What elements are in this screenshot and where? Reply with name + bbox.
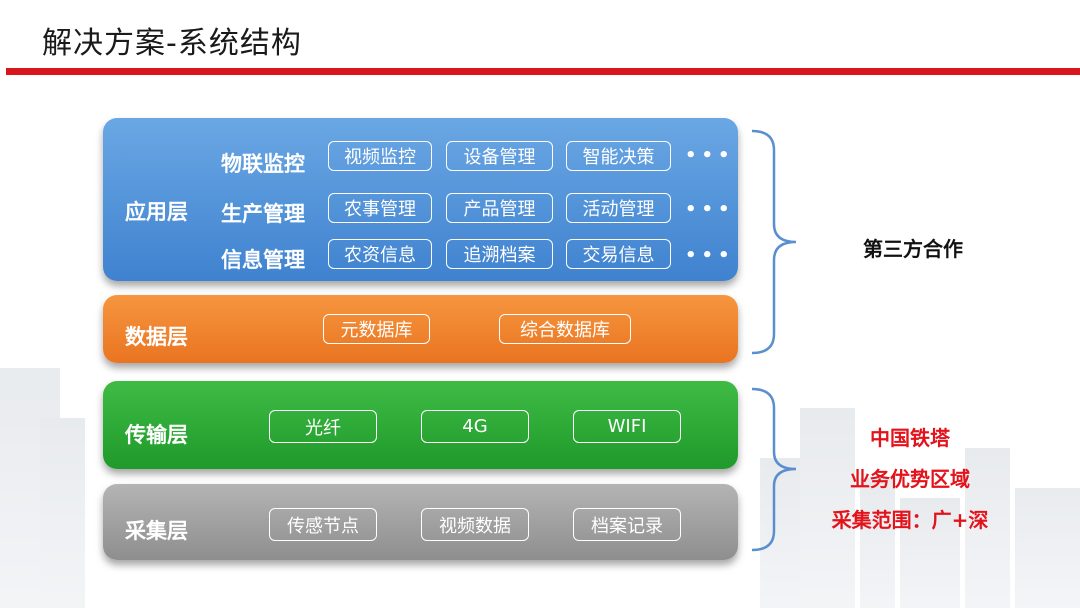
chip-sensor-nodes: 传感节点 bbox=[269, 508, 377, 541]
china-tower-label: 中国铁塔 bbox=[870, 426, 950, 450]
chip-product-management: 产品管理 bbox=[446, 193, 553, 223]
lower-brace bbox=[751, 387, 797, 552]
chip-wifi: WIFI bbox=[573, 410, 681, 443]
transport-layer-name: 传输层 bbox=[125, 423, 188, 447]
transport-layer: 传输层 光纤 4G WIFI bbox=[103, 381, 738, 469]
chip-device-management: 设备管理 bbox=[446, 141, 553, 171]
more-indicator: ••• bbox=[685, 199, 735, 220]
upper-brace bbox=[751, 129, 797, 355]
chip-farming-management: 农事管理 bbox=[328, 193, 432, 223]
advantage-area-label: 业务优势区域 bbox=[850, 467, 970, 491]
chip-4g: 4G bbox=[421, 410, 529, 443]
chip-activity-management: 活动管理 bbox=[566, 193, 671, 223]
collection-layer-name: 采集层 bbox=[125, 519, 188, 543]
chip-traceability-archive: 追溯档案 bbox=[446, 239, 553, 269]
row-label-iot-monitoring: 物联监控 bbox=[221, 152, 305, 176]
collection-layer: 采集层 传感节点 视频数据 档案记录 bbox=[103, 484, 738, 560]
chip-agri-supply-info: 农资信息 bbox=[328, 239, 432, 269]
skyline-background bbox=[0, 328, 1080, 608]
page-title: 解决方案-系统结构 bbox=[42, 26, 302, 61]
chip-transaction-info: 交易信息 bbox=[566, 239, 671, 269]
third-party-cooperation: 第三方合作 bbox=[863, 237, 963, 261]
chip-integrated-db: 综合数据库 bbox=[499, 314, 631, 344]
data-layer-name: 数据层 bbox=[125, 325, 188, 349]
more-indicator: ••• bbox=[685, 245, 735, 266]
row-label-information-management: 信息管理 bbox=[221, 248, 305, 272]
chip-smart-decision: 智能决策 bbox=[566, 141, 671, 171]
chip-video-monitoring: 视频监控 bbox=[328, 141, 432, 171]
row-label-production-management: 生产管理 bbox=[221, 202, 305, 226]
title-divider bbox=[6, 68, 1080, 75]
chip-video-data: 视频数据 bbox=[421, 508, 529, 541]
collection-scope-label: 采集范围：广+深 bbox=[831, 508, 989, 532]
application-layer-name: 应用层 bbox=[125, 200, 188, 224]
chip-optical-fiber: 光纤 bbox=[269, 410, 377, 443]
more-indicator: ••• bbox=[685, 145, 735, 166]
application-layer: 应用层 物联监控 视频监控 设备管理 智能决策 ••• 生产管理 农事管理 产品… bbox=[103, 118, 738, 281]
data-layer: 数据层 元数据库 综合数据库 bbox=[103, 295, 738, 363]
chip-metadata-db: 元数据库 bbox=[323, 314, 430, 344]
chip-archive-records: 档案记录 bbox=[573, 508, 681, 541]
